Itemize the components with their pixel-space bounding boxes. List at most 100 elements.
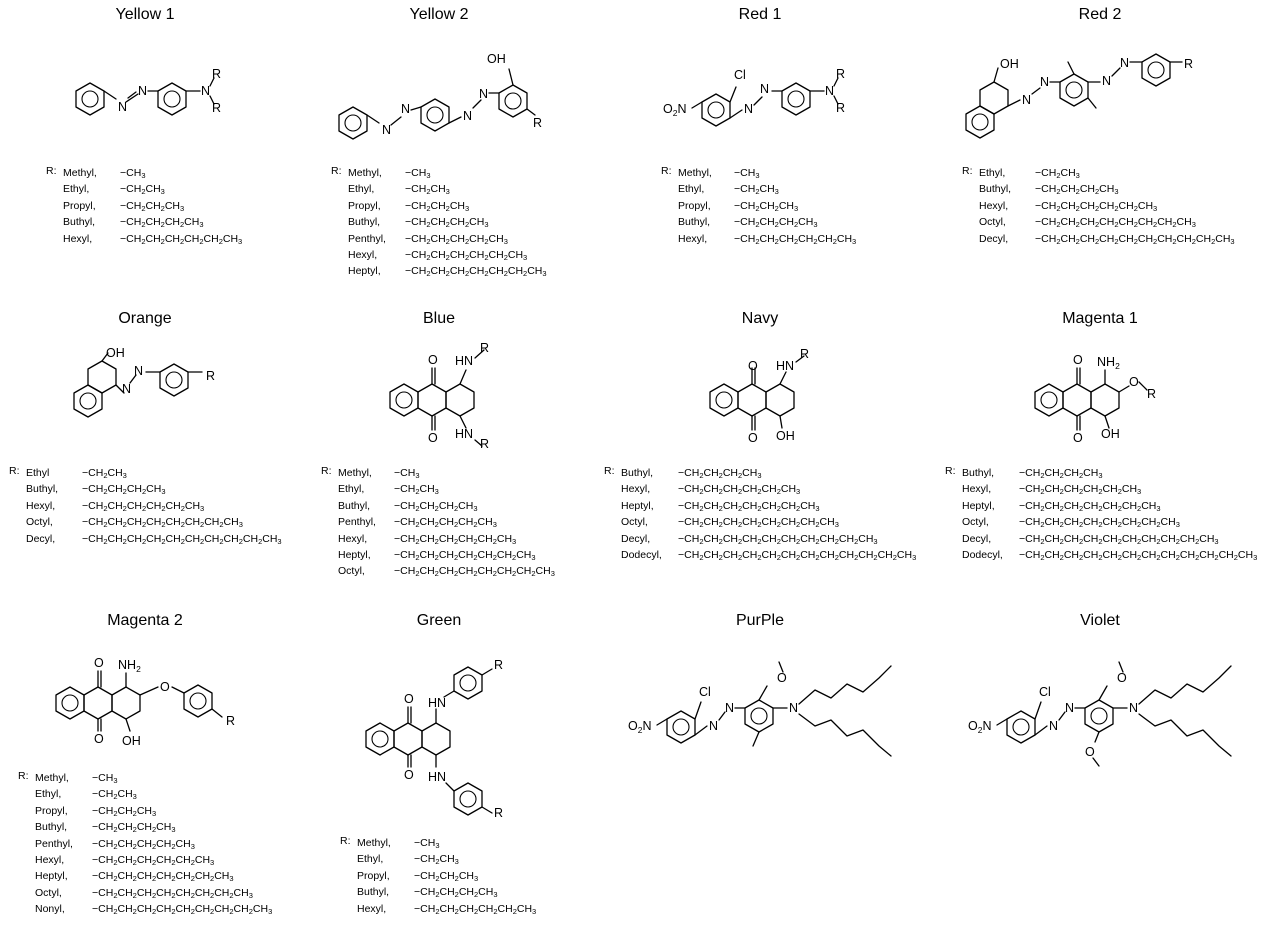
substituent-row: Heptyl,−CH2CH2CH2CH2CH2CH2CH3 bbox=[962, 498, 1257, 514]
substituent-row: Methyl, −CH3 bbox=[348, 165, 547, 181]
substituent-name: Octyl, bbox=[26, 516, 53, 529]
structure-yellow1: N N N R R bbox=[60, 60, 240, 140]
substituent-name: Ethyl bbox=[26, 467, 50, 479]
benzene-ring bbox=[1141, 53, 1171, 87]
substituent-formula: −CH2CH2CH2CH2CH3 bbox=[92, 837, 195, 851]
amine-hn: HN bbox=[776, 359, 794, 373]
substituent-name: Propyl, bbox=[678, 199, 711, 212]
benzene-ring bbox=[453, 782, 483, 816]
substituent-name: Buthyl, bbox=[962, 467, 995, 479]
substituent-name: Octyl, bbox=[979, 216, 1006, 229]
substituent-row: Heptyl,−CH2CH2CH2CH2CH2CH2CH3 bbox=[338, 547, 555, 563]
substituent-formula: −CH2CH2CH2CH2CH2CH3 bbox=[394, 532, 517, 546]
substituent-row: Ethyl,−CH2CH3 bbox=[338, 481, 555, 497]
oh-group: OH bbox=[487, 52, 506, 66]
r-group: R bbox=[800, 347, 809, 361]
substituent-name: Hexyl, bbox=[338, 532, 368, 545]
substituent-name: Methyl, bbox=[348, 167, 382, 179]
substituent-formula: −CH2CH3 bbox=[1035, 167, 1080, 180]
anthraquinone-center-ring bbox=[737, 383, 767, 417]
substituent-name: Propyl, bbox=[35, 804, 68, 817]
substituent-name: Buthyl, bbox=[26, 483, 59, 496]
substituent-row: Methyl,−CH3 bbox=[35, 770, 272, 786]
r-group: R bbox=[212, 101, 221, 115]
substituent-formula: −CH2CH2CH2CH3 bbox=[92, 821, 176, 835]
oh-group: OH bbox=[776, 429, 795, 443]
anthraquinone-right-ring bbox=[421, 722, 451, 756]
oh-group: OH bbox=[1000, 57, 1019, 71]
substituent-formula: −CH2CH2CH2CH2CH2CH3 bbox=[82, 499, 205, 513]
r-label: R: bbox=[962, 165, 973, 177]
r-group: R bbox=[836, 67, 845, 81]
substituent-name: Buthyl, bbox=[621, 467, 654, 479]
substituent-name: Octyl, bbox=[338, 565, 365, 578]
azo-n: N bbox=[1102, 74, 1111, 88]
amine-n: N bbox=[1129, 701, 1138, 715]
substituent-formula: −CH3 bbox=[734, 167, 760, 180]
substituent-name: Hexyl, bbox=[357, 902, 387, 915]
anthraquinone-center-ring bbox=[393, 722, 423, 756]
substituent-formula: −CH2CH2CH2CH2CH2CH2CH2CH2CH2CH3 bbox=[678, 532, 878, 546]
substituent-row: Methyl, −CH3 bbox=[357, 835, 536, 851]
carbonyl-o: O bbox=[428, 431, 438, 445]
substituent-formula: −CH2CH3 bbox=[394, 483, 439, 497]
substituent-row: Buthyl,−CH2CH2CH2CH3 bbox=[962, 465, 1257, 481]
amino-group: NH2 bbox=[118, 658, 141, 674]
carbonyl-o: O bbox=[748, 431, 758, 445]
substituent-name: Buthyl, bbox=[357, 886, 390, 899]
substituent-name: Hexyl, bbox=[678, 232, 708, 245]
substituent-name: Methyl, bbox=[338, 467, 372, 479]
benzene-ring bbox=[453, 666, 483, 700]
azo-n: N bbox=[382, 123, 391, 137]
substituent-row: Hexyl,−CH2CH2CH2CH2CH2CH3 bbox=[348, 247, 547, 263]
r-group: R bbox=[480, 437, 489, 451]
r-group: R bbox=[494, 658, 503, 672]
r-group: R bbox=[206, 369, 215, 383]
substituent-formula: −CH2CH2CH2CH2CH2CH2CH2CH3 bbox=[92, 886, 253, 900]
substituent-formula: −CH2CH2CH3 bbox=[92, 804, 157, 818]
nitro-group: O2N bbox=[663, 102, 687, 118]
substituent-row: Ethyl,−CH2CH3 bbox=[35, 786, 272, 802]
substituent-row: Ethyl−CH2CH3 bbox=[26, 465, 282, 481]
substituent-name: Decyl, bbox=[621, 532, 651, 545]
naphthalene-ring bbox=[73, 384, 103, 418]
substituent-formula: −CH2CH2CH2CH2CH2CH2CH2CH2CH2CH3 bbox=[82, 532, 282, 546]
substituent-formula: −CH2CH2CH2CH2CH2CH2CH2CH3 bbox=[678, 516, 839, 530]
carbonyl-o: O bbox=[404, 692, 414, 706]
chloro-group: Cl bbox=[734, 68, 746, 82]
substituent-formula: −CH2CH2CH3 bbox=[405, 199, 470, 213]
substituent-formula: −CH2CH2CH2CH2CH2CH3 bbox=[414, 902, 537, 916]
r-label: R: bbox=[331, 165, 342, 177]
substituent-formula: −CH3 bbox=[414, 837, 440, 850]
title-navy: Navy bbox=[741, 310, 779, 327]
substituent-row: Methyl,−CH3 bbox=[63, 165, 242, 181]
substituent-name: Ethyl, bbox=[63, 183, 90, 196]
substituent-formula: −CH2CH2CH2CH3 bbox=[394, 499, 478, 513]
r-label: R: bbox=[945, 465, 956, 477]
substituent-formula: −CH2CH2CH2CH3 bbox=[82, 483, 166, 497]
structure-navy: O O HN R OH bbox=[700, 340, 830, 460]
azo-n: N bbox=[463, 109, 472, 123]
structure-yellow2: N N N N OH R bbox=[325, 45, 555, 145]
substituent-name: Penthyl, bbox=[338, 516, 376, 529]
substituent-name: Hexyl, bbox=[979, 199, 1009, 212]
anthraquinone-right-ring bbox=[111, 686, 141, 720]
substituent-name: Methyl, bbox=[357, 837, 391, 849]
substituent-row: Hexyl,−CH2CH2CH2CH2CH2CH3 bbox=[63, 231, 242, 247]
substituent-formula: −CH3 bbox=[405, 167, 431, 180]
substituent-formula: −CH2CH2CH2CH3 bbox=[120, 216, 204, 230]
substituent-name: Nonyl, bbox=[35, 903, 65, 916]
r-group: R bbox=[480, 341, 489, 355]
benzene-ring bbox=[183, 684, 213, 718]
carbonyl-o: O bbox=[94, 656, 104, 670]
anthraquinone-right-ring bbox=[765, 383, 795, 417]
substituent-name: Hexyl, bbox=[26, 499, 56, 512]
azo-n: N bbox=[725, 701, 734, 715]
r-label: R: bbox=[661, 165, 672, 177]
substituent-row: Ethyl,−CH2CH3 bbox=[979, 165, 1235, 181]
substituent-name: Decyl, bbox=[26, 532, 56, 545]
substituent-row: Buthyl,−CH2CH2CH2CH3 bbox=[621, 465, 916, 481]
